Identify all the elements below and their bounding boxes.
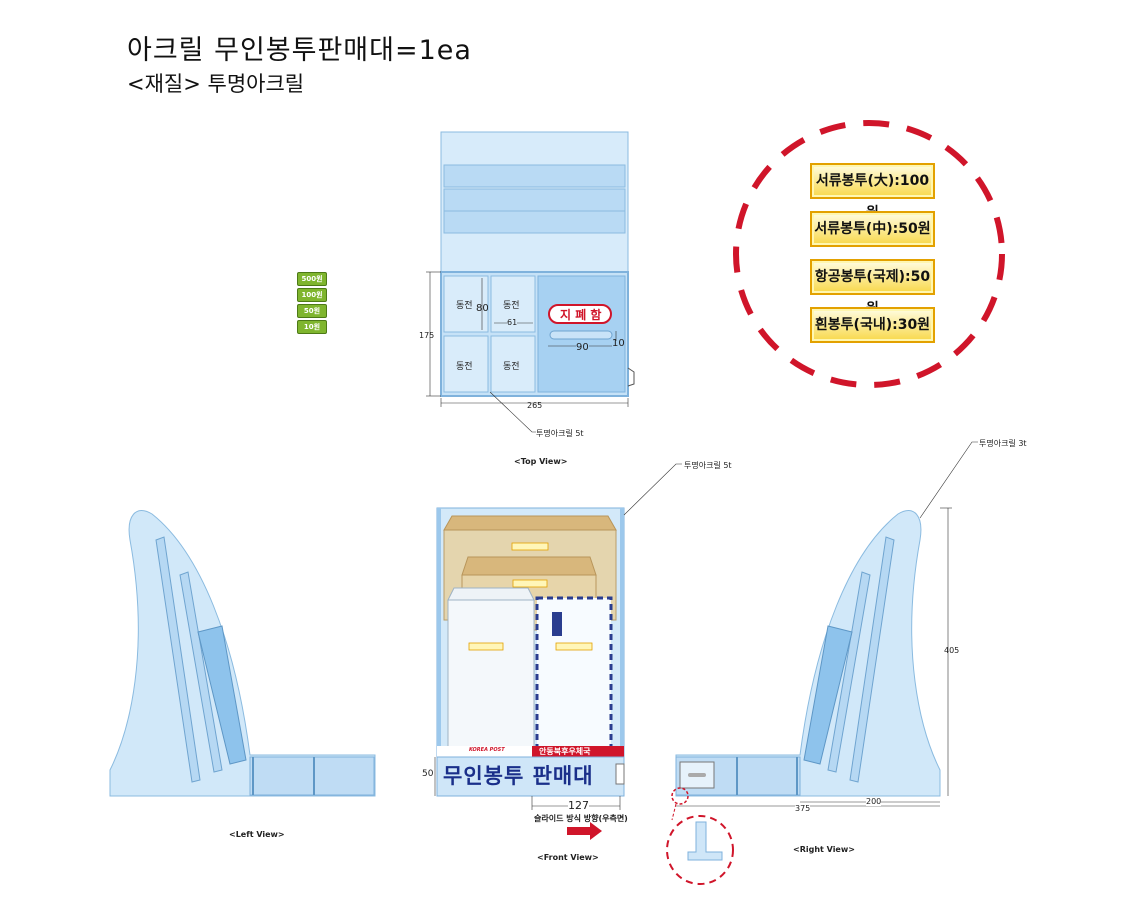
page-title: 아크릴 무인봉투판매대=1ea <box>127 35 472 66</box>
right-material-note: 투명아크릴 3t <box>979 439 1027 448</box>
front-sign: 무인봉투 판매대 <box>443 764 594 788</box>
front-view-caption: <Front View> <box>537 853 599 862</box>
coin-slot-label-2: 동전 <box>503 301 520 311</box>
dim-375: 375 <box>795 804 811 813</box>
coin-label-10: 10원 <box>297 320 327 334</box>
dim-200: 200 <box>866 797 882 806</box>
coin-label-500: 500원 <box>297 272 327 286</box>
right-view-caption: <Right View> <box>793 845 855 854</box>
korea-post-logo: KOREA POST <box>469 747 505 753</box>
material-subtitle: <재질> 투명아크릴 <box>127 72 305 96</box>
left-view-caption: <Left View> <box>229 830 285 839</box>
top-view-drawing <box>426 131 635 433</box>
left-view-drawing <box>109 509 376 797</box>
right-view-drawing <box>666 441 978 885</box>
dim-50: 50 <box>422 769 434 779</box>
dim-61: 61 <box>507 318 518 327</box>
price-label-large-doc: 서류봉투(大):100원 <box>810 163 935 221</box>
coin-label-100: 100원 <box>297 288 327 302</box>
price-label-airmail: 항공봉투(국제):50원 <box>810 259 935 317</box>
top-material-note: 투명아크릴 5t <box>536 429 584 438</box>
dim-90: 90 <box>576 342 589 353</box>
bill-box-label: 지 폐 함 <box>560 308 602 322</box>
dim-127: 127 <box>568 799 589 812</box>
coin-slot-label-3: 동전 <box>456 362 473 372</box>
dim-80: 80 <box>476 303 489 314</box>
slide-direction-note: 슬라이드 방식 방향(우측면) <box>534 814 628 823</box>
top-view-caption: <Top View> <box>514 457 568 466</box>
post-office-name: 안동북후우체국 <box>539 747 591 756</box>
dim-175: 175 <box>419 331 435 340</box>
price-highlight-circle <box>733 120 1005 388</box>
coin-slot-label-1: 동전 <box>456 301 473 311</box>
front-material-note: 투명아크릴 5t <box>684 461 732 470</box>
dim-405: 405 <box>944 646 960 655</box>
dim-265: 265 <box>527 401 543 410</box>
coin-label-50: 50원 <box>297 304 327 318</box>
front-view-drawing <box>434 463 682 840</box>
price-label-medium-doc: 서류봉투(中):50원 <box>810 211 935 247</box>
price-label-white: 흰봉투(국내):30원 <box>810 307 935 343</box>
coin-slot-label-4: 동전 <box>503 362 520 372</box>
dim-10: 10 <box>612 338 625 349</box>
